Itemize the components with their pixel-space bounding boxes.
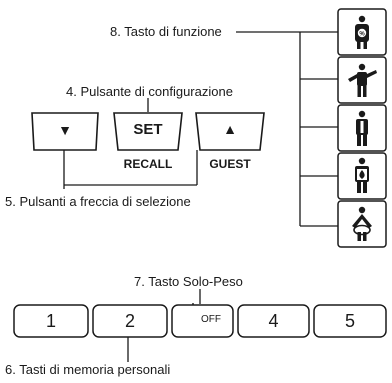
body-fat-percent-icon: % xyxy=(355,15,369,49)
memory-key-2-label[interactable]: 2 xyxy=(124,311,135,331)
memory-key-4 xyxy=(237,304,310,338)
weight-only-label: 7. Tasto Solo-Peso xyxy=(134,274,243,289)
up-guest-button xyxy=(195,112,265,151)
down-arrow-symbol[interactable]: ▼ xyxy=(58,122,72,138)
muscle-flex-icon xyxy=(348,63,377,97)
svg-text:%: % xyxy=(359,32,365,38)
memory-key-2 xyxy=(92,304,168,338)
set-label[interactable]: SET xyxy=(133,121,163,138)
memory-keys-label: 6. Tasti di memoria personali xyxy=(5,362,171,377)
memory-key-4-label[interactable]: 4 xyxy=(268,311,279,331)
memory-key-5 xyxy=(313,304,387,338)
weight-only-key xyxy=(171,304,234,338)
weight-only-off-label[interactable]: OFF xyxy=(201,314,221,325)
visceral-fat-icon xyxy=(352,206,372,241)
up-arrow-symbol[interactable]: ▲ xyxy=(223,121,237,137)
down-arrow-button xyxy=(31,112,99,151)
function-key-label: 8. Tasto di funzione xyxy=(110,24,222,39)
body-water-icon xyxy=(355,157,369,193)
set-recall-button xyxy=(113,112,183,151)
arrow-buttons-label: 5. Pulsanti a freccia di selezione xyxy=(5,194,191,209)
bone-figure-icon xyxy=(356,110,368,146)
memory-key-1 xyxy=(13,304,89,338)
recall-label: RECALL xyxy=(123,157,173,171)
set-button-label: 4. Pulsante di configurazione xyxy=(66,84,233,99)
function-key-5 xyxy=(337,200,387,248)
memory-key-1-label[interactable]: 1 xyxy=(45,311,56,331)
memory-key-5-label[interactable]: 5 xyxy=(344,311,355,331)
guest-label: GUEST xyxy=(209,157,251,171)
